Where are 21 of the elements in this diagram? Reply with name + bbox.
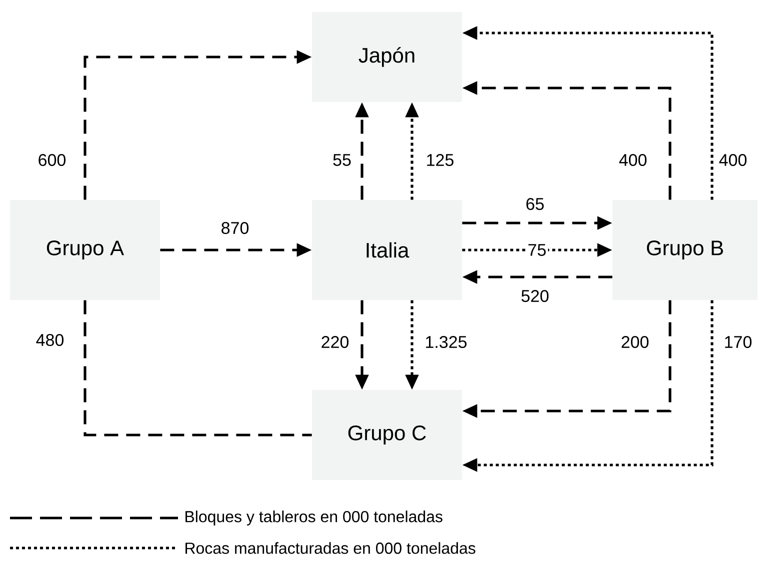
edge-label: 220 [322, 336, 349, 348]
country-box: Grupo C [312, 390, 462, 480]
edge-label: 480 [36, 334, 64, 346]
edge-label: 1.325 [426, 336, 467, 348]
edge-label: 125 [427, 154, 454, 166]
legend-text: Rocas manufacturadas en 000 toneladas [186, 542, 476, 554]
country-box: Grupo A [10, 200, 160, 300]
edge-label: 170 [725, 336, 752, 348]
country-box: Japón [312, 12, 462, 102]
legend-text: Bloques y tableros en 000 toneladas [186, 510, 442, 526]
edge-label: 600 [38, 154, 66, 166]
edge-label: 400 [719, 154, 747, 166]
edge-label: 75 [528, 244, 546, 256]
edge-label: 870 [222, 222, 249, 234]
edge-label: 520 [522, 290, 549, 302]
country-box: Grupo B [612, 200, 758, 300]
edge-label: 65 [526, 198, 544, 210]
country-box: Italia [312, 200, 462, 300]
edge-label: 55 [333, 154, 351, 166]
edge-label: 200 [622, 336, 649, 348]
edge-label: 400 [619, 154, 647, 166]
